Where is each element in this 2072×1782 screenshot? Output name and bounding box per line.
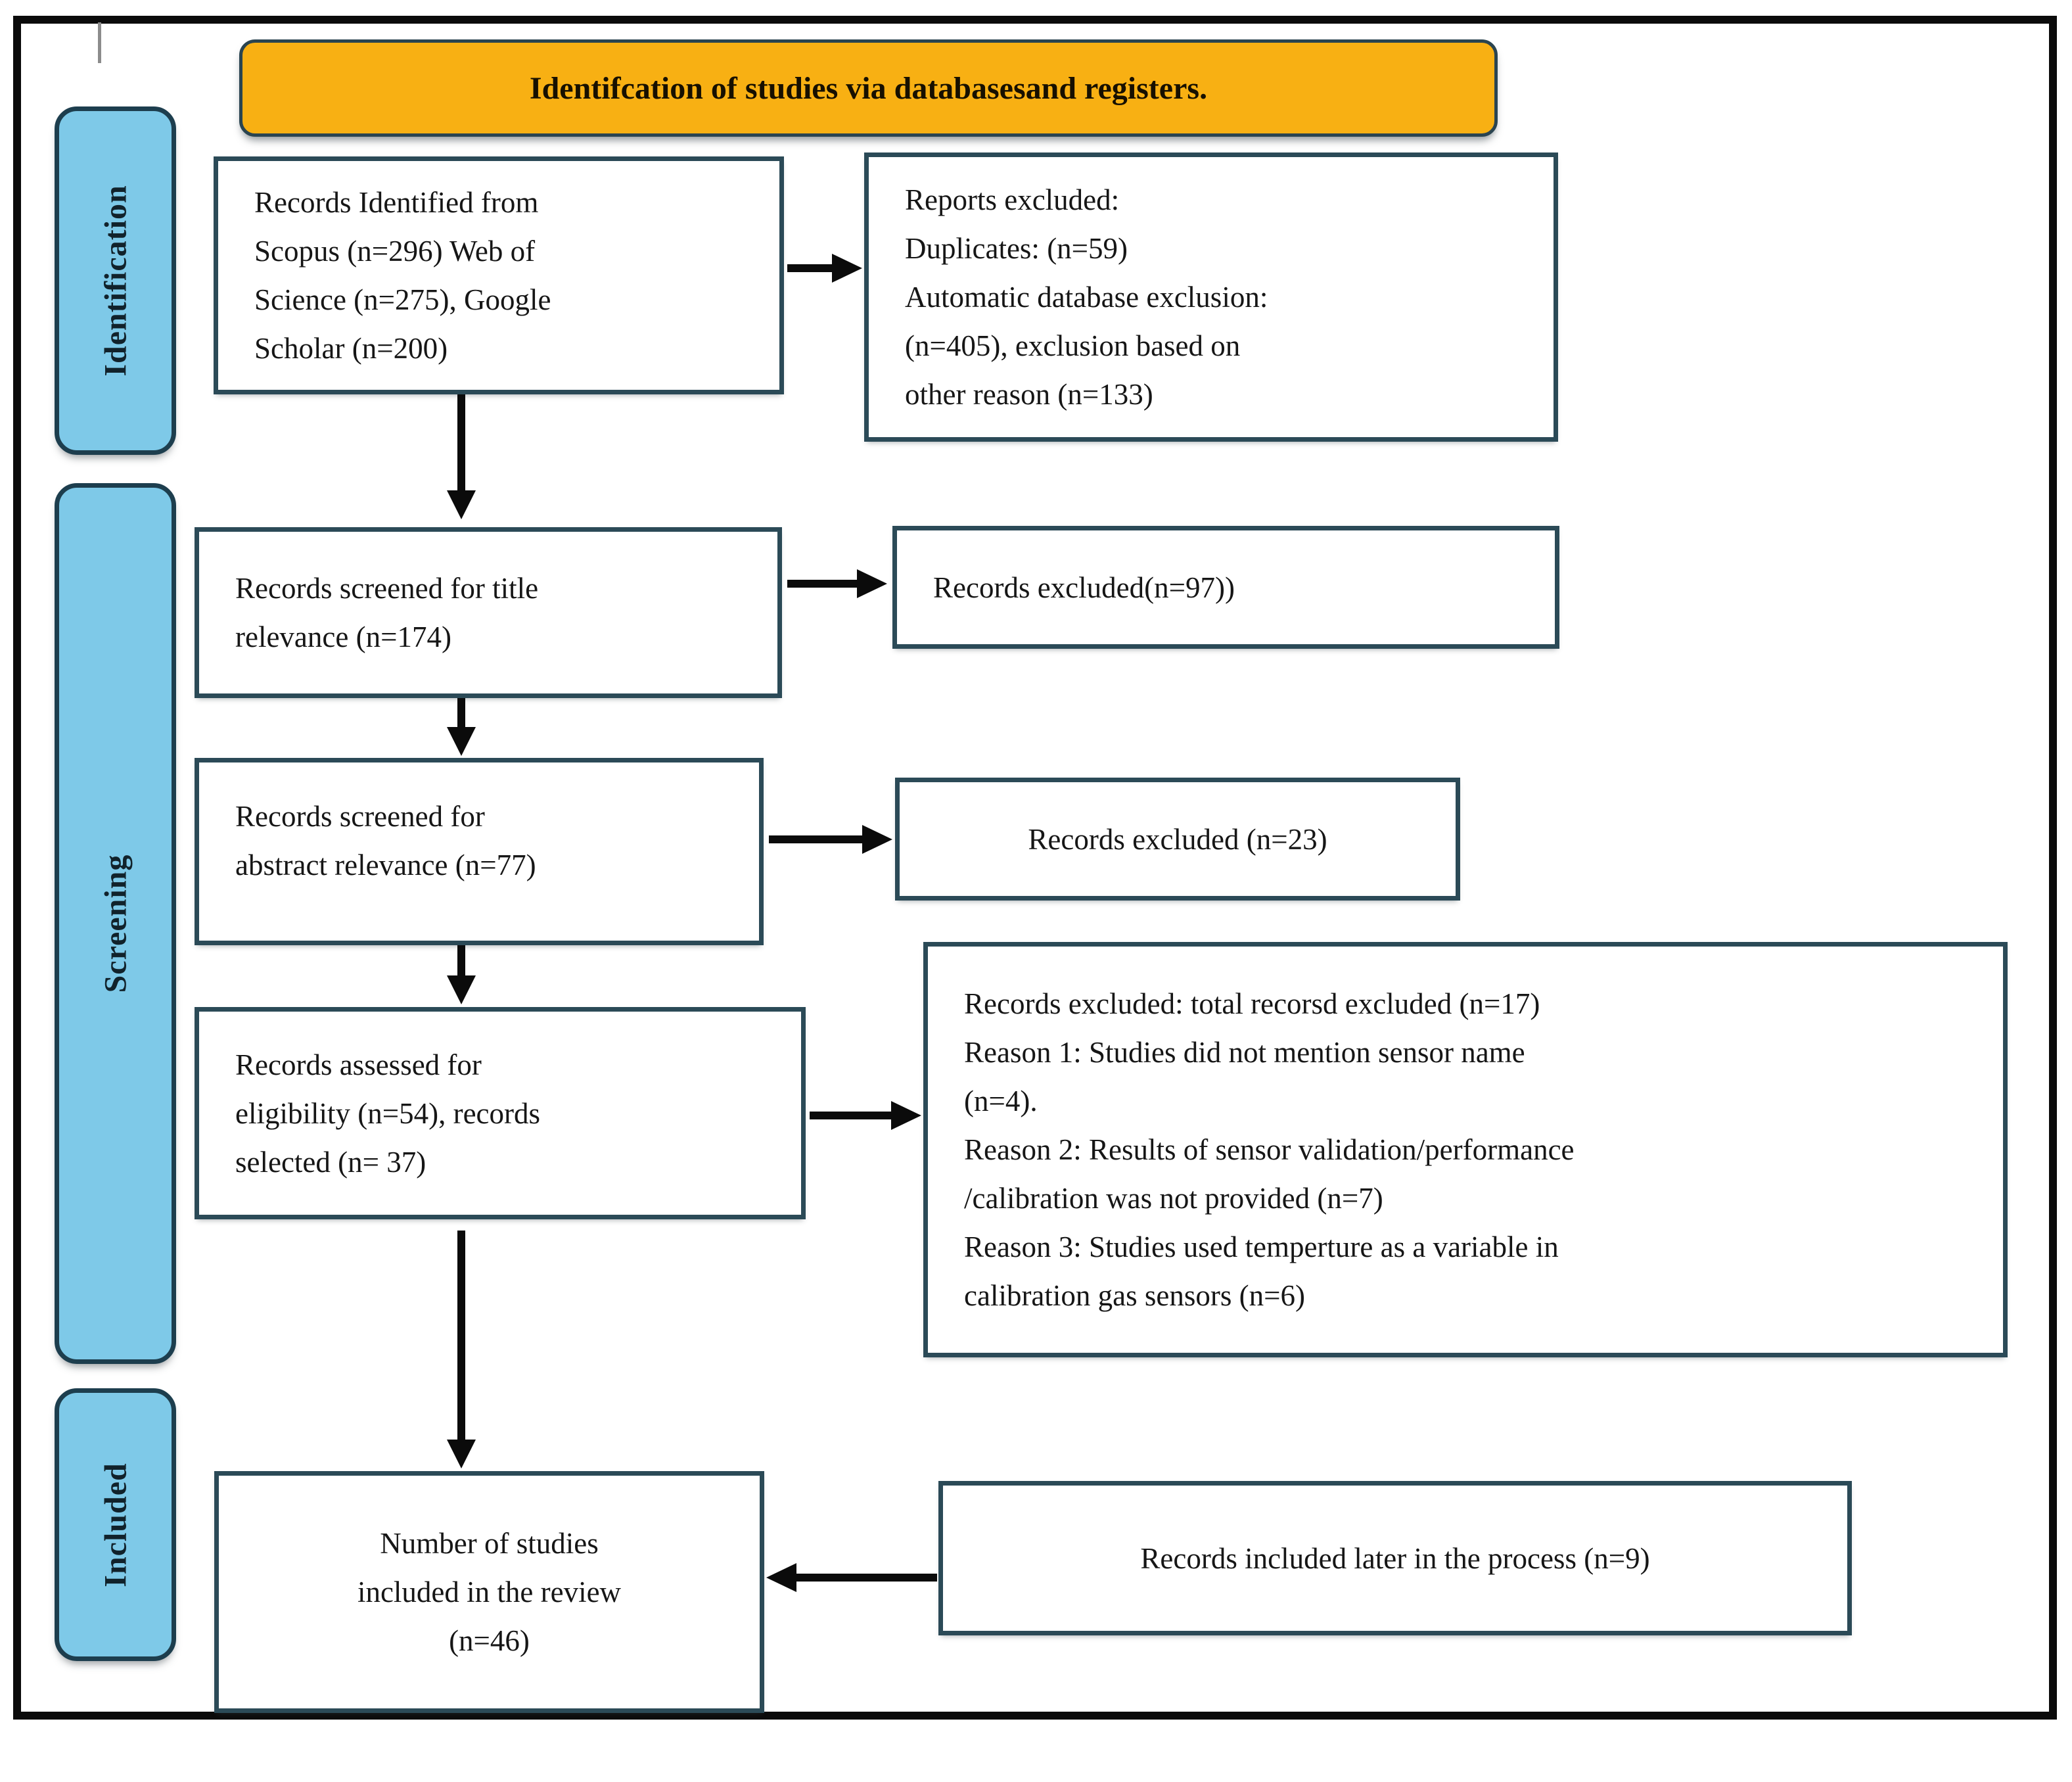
records-excluded-23-text: Records excluded (n=23) xyxy=(1028,822,1327,856)
title-screened-box: Records screened for title relevance (n=… xyxy=(195,527,782,698)
stage-screening: Screening xyxy=(55,483,176,1364)
arrow-title-screen-to-excluded xyxy=(787,569,887,598)
arrow-later-to-included-review xyxy=(766,1563,937,1592)
arrow-abstract-to-eligibility xyxy=(447,945,476,1004)
stage-included: Included xyxy=(55,1388,176,1661)
arrow-shaft xyxy=(457,1231,465,1441)
arrow-eligibility-to-reasons xyxy=(810,1101,921,1130)
exclusion-reasons-text: Records excluded: total recorsd excluded… xyxy=(964,987,1575,1312)
arrow-shaft xyxy=(457,698,465,728)
arrow-abstract-screen-to-excluded xyxy=(769,825,892,854)
arrow-eligibility-to-included xyxy=(447,1231,476,1468)
eligibility-text: Records assessed for eligibility (n=54),… xyxy=(235,1048,541,1179)
arrow-head-right-icon xyxy=(891,1101,921,1130)
reports-excluded-text: Reports excluded: Duplicates: (n=59) Aut… xyxy=(905,183,1268,411)
arrow-identified-to-reports-excluded xyxy=(787,254,862,283)
included-later-text: Records included later in the process (n… xyxy=(1140,1541,1650,1575)
arrow-shaft xyxy=(787,264,833,272)
eligibility-box: Records assessed for eligibility (n=54),… xyxy=(195,1007,806,1219)
arrow-head-right-icon xyxy=(862,825,892,854)
arrow-head-down-icon xyxy=(447,975,476,1004)
stage-included-label: Included xyxy=(98,1462,133,1587)
arrow-shaft xyxy=(810,1112,892,1119)
arrow-head-left-icon xyxy=(766,1563,796,1592)
arrow-shaft xyxy=(795,1574,937,1582)
arrow-shaft xyxy=(769,835,863,843)
arrow-identified-to-title-screen xyxy=(447,394,476,519)
stage-screening-label: Screening xyxy=(98,854,133,993)
included-review-text: Number of studies included in the review… xyxy=(357,1527,622,1657)
title-screened-text: Records screened for title relevance (n=… xyxy=(235,572,539,653)
arrow-shaft xyxy=(457,394,465,492)
stage-identification: Identification xyxy=(55,106,176,455)
exclusion-reasons-box: Records excluded: total recorsd excluded… xyxy=(923,942,2008,1357)
included-later-box: Records included later in the process (n… xyxy=(938,1481,1852,1635)
arrow-head-down-icon xyxy=(447,490,476,519)
arrow-head-down-icon xyxy=(447,727,476,756)
reports-excluded-box: Reports excluded: Duplicates: (n=59) Aut… xyxy=(864,152,1558,442)
cursor-tick-mark xyxy=(98,22,101,63)
arrow-shaft xyxy=(457,945,465,977)
records-identified-text: Records Identified from Scopus (n=296) W… xyxy=(254,186,551,365)
header-banner: Identifcation of studies via databasesan… xyxy=(239,39,1498,137)
abstract-screened-text: Records screened for abstract relevance … xyxy=(235,800,536,881)
arrow-shaft xyxy=(787,580,858,588)
header-title: Identifcation of studies via databasesan… xyxy=(529,70,1208,106)
records-excluded-97-box: Records excluded(n=97)) xyxy=(892,526,1559,649)
records-identified-box: Records Identified from Scopus (n=296) W… xyxy=(214,156,784,394)
arrow-title-to-abstract-screen xyxy=(447,698,476,756)
arrow-head-right-icon xyxy=(857,569,887,598)
arrow-head-down-icon xyxy=(447,1440,476,1468)
records-excluded-97-text: Records excluded(n=97)) xyxy=(933,571,1235,604)
abstract-screened-box: Records screened for abstract relevance … xyxy=(195,758,764,945)
included-review-box: Number of studies included in the review… xyxy=(214,1471,764,1713)
arrow-head-right-icon xyxy=(832,254,862,283)
stage-identification-label: Identification xyxy=(98,185,133,377)
records-excluded-23-box: Records excluded (n=23) xyxy=(895,778,1460,901)
